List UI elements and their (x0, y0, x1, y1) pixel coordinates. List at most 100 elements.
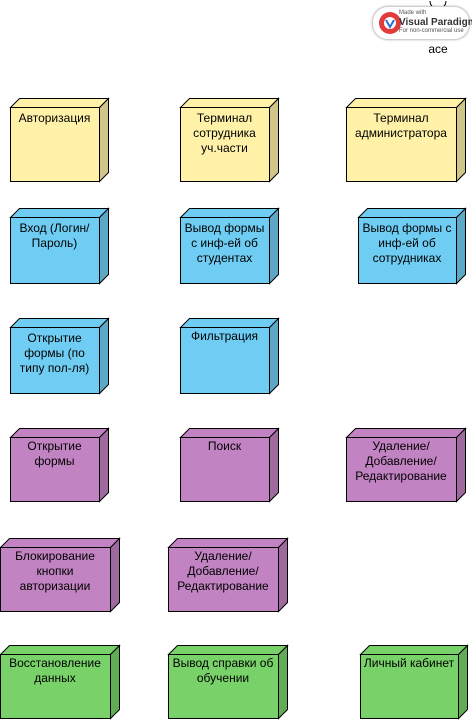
node-label: Фильтрация (190, 329, 259, 343)
node-front-face (180, 107, 270, 182)
node-front-face (168, 654, 279, 719)
node-side-face (99, 427, 109, 503)
node-side-face (110, 537, 120, 613)
node-top-face (9, 98, 110, 108)
node-front-face (180, 437, 270, 502)
node-top-face (359, 645, 469, 655)
node-top-face (167, 645, 289, 655)
node-side-face (458, 644, 468, 720)
node-otkrytie-formy[interactable]: Открытие формы (9, 427, 110, 503)
node-box-shape (357, 207, 467, 285)
node-front-face (346, 437, 457, 502)
node-side-face (269, 317, 279, 395)
node-side-face (278, 644, 288, 720)
node-vyvod-sotrudnikov[interactable]: Вывод формы с инф-ей об сотрудниках (357, 207, 467, 285)
node-side-face (456, 97, 466, 183)
node-label: Вывод справки об обучении (172, 656, 274, 685)
node-top-face (357, 208, 467, 218)
node-label: Терминал сотрудника уч.части (193, 111, 256, 155)
node-front-face (10, 217, 100, 284)
node-otkrytie-po-tipu[interactable]: Открытие формы (по типу пол-ля) (9, 317, 110, 395)
watermark-license-note: For non-commercial use (399, 28, 464, 34)
node-top-face (345, 428, 467, 438)
node-top-face (345, 98, 467, 108)
node-front-face (360, 654, 459, 719)
node-top-face (9, 208, 110, 218)
node-side-face (456, 207, 466, 285)
node-box-shape (345, 97, 467, 183)
node-udalenie-2[interactable]: Удаление/ Добавление/ Редактирование (167, 537, 289, 613)
node-terminal-administratora[interactable]: Терминал администратора (345, 97, 467, 183)
node-top-face (167, 538, 289, 548)
node-side-face (269, 97, 279, 183)
node-vhod[interactable]: Вход (Логин/ Пароль) (9, 207, 110, 285)
node-box-shape (345, 427, 467, 503)
node-side-face (269, 427, 279, 503)
node-label: Поиск (207, 439, 242, 453)
node-side-face (278, 537, 288, 613)
watermark-made-with: Made with (399, 10, 427, 16)
node-poisk[interactable]: Поиск (179, 427, 280, 503)
node-label: Удаление/ Добавление/ Редактирование (355, 439, 447, 483)
node-side-face (269, 207, 279, 285)
node-filtraciya[interactable]: Фильтрация (179, 317, 280, 395)
node-box-shape (179, 207, 280, 285)
node-terminal-sotrudnika[interactable]: Терминал сотрудника уч.части (179, 97, 280, 183)
node-top-face (0, 538, 121, 548)
node-side-face (110, 644, 120, 720)
node-spravka[interactable]: Вывод справки об обучении (167, 644, 289, 720)
node-label: Удаление/ Добавление/ Редактирование (177, 549, 269, 593)
node-top-face (179, 208, 280, 218)
node-side-face (99, 317, 109, 395)
node-kabinet[interactable]: Личный кабинет (359, 644, 469, 720)
node-label: Терминал администратора (355, 111, 447, 140)
node-blokirovanie[interactable]: Блокирование кнопки авторизации (0, 537, 121, 613)
node-front-face (180, 327, 270, 394)
visual-paradigm-watermark: Made with Visual Paradigm For non-commer… (372, 6, 472, 40)
node-box-shape (179, 97, 280, 183)
node-top-face (179, 428, 280, 438)
node-top-face (179, 98, 280, 108)
node-side-face (99, 97, 109, 183)
node-front-face (10, 437, 100, 502)
node-vosstanovlenie[interactable]: Восстановление данных (0, 644, 121, 720)
node-top-face (0, 645, 121, 655)
visual-paradigm-logo-icon (379, 12, 401, 34)
node-box-shape (9, 427, 110, 503)
node-box-shape (9, 97, 110, 183)
node-front-face (10, 327, 100, 394)
node-top-face (9, 428, 110, 438)
node-front-face (180, 217, 270, 284)
node-label: Вывод формы с инф-ей об сотрудниках (362, 221, 452, 265)
node-front-face (346, 107, 457, 182)
node-label: Открытие формы (27, 439, 82, 468)
watermark-brand: Visual Paradigm (399, 17, 472, 28)
node-label: Блокирование кнопки авторизации (15, 549, 95, 593)
node-label: Авторизация (18, 111, 91, 125)
node-front-face (0, 547, 111, 612)
node-box-shape (179, 317, 280, 395)
node-avtorizaciya[interactable]: Авторизация (9, 97, 110, 183)
node-box-shape (167, 644, 289, 720)
node-front-face (10, 107, 100, 182)
node-label: Вывод формы с инф-ей об студентах (184, 221, 265, 265)
node-front-face (0, 654, 111, 719)
node-box-shape (9, 317, 110, 395)
node-top-face (179, 318, 280, 328)
node-vyvod-studentov[interactable]: Вывод формы с инф-ей об студентах (179, 207, 280, 285)
node-front-face (168, 547, 279, 612)
node-side-face (456, 427, 466, 503)
node-label: Личный кабинет (363, 656, 455, 670)
node-side-face (99, 207, 109, 285)
node-front-face (358, 217, 457, 284)
node-box-shape (0, 644, 121, 720)
node-label: Восстановление данных (9, 656, 101, 685)
node-udalenie-1[interactable]: Удаление/ Добавление/ Редактирование (345, 427, 467, 503)
node-top-face (9, 318, 110, 328)
node-box-shape (0, 537, 121, 613)
node-label: Вход (Логин/ Пароль) (19, 221, 90, 250)
node-box-shape (179, 427, 280, 503)
node-box-shape (167, 537, 289, 613)
node-box-shape (9, 207, 110, 285)
